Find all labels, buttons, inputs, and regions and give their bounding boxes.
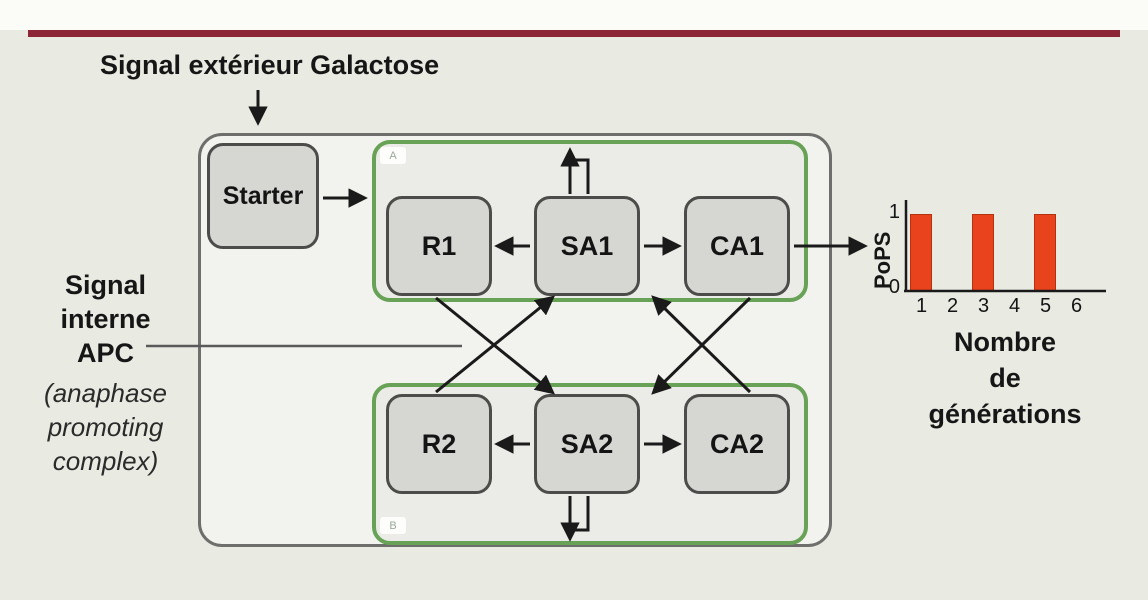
bar (910, 214, 932, 291)
bar (1034, 214, 1056, 291)
node-sa2: SA2 (534, 394, 640, 494)
x-tick-label: 3 (977, 295, 990, 317)
node-ca1: CA1 (684, 196, 790, 296)
y-tick-label: 0 (888, 276, 900, 298)
x-tick-label: 2 (946, 295, 959, 317)
chart-x-axis-label: Nombre de générations (918, 324, 1092, 432)
node-ca2: CA2 (684, 394, 790, 494)
internal-signal-line: APC (76, 338, 134, 368)
chart-bars (906, 214, 1102, 291)
chart-x-axis-label-line: générations (928, 399, 1082, 429)
bar (972, 214, 994, 291)
node-r2: R2 (386, 394, 492, 494)
x-tick-label: 6 (1070, 295, 1083, 317)
node-sa1: SA1 (534, 196, 640, 296)
internal-signal-italic-line: (anaphase (44, 378, 167, 408)
x-tick-label: 5 (1039, 295, 1052, 317)
chart-x-axis-label-line: Nombre (953, 327, 1056, 357)
module-a-badge: A (380, 147, 406, 164)
chart-x-axis-label-line: de (989, 363, 1021, 393)
internal-signal-line: interne (60, 304, 151, 334)
x-tick-label: 1 (915, 295, 928, 317)
internal-signal-block: Signal interne APC (anaphase promoting c… (18, 268, 193, 478)
internal-signal-italic-line: complex) (52, 446, 159, 476)
node-r1: R1 (386, 196, 492, 296)
module-b-badge: B (380, 517, 406, 534)
starter-node: Starter (207, 143, 319, 249)
external-signal-label: Signal extérieur Galactose (100, 50, 440, 80)
internal-signal-italic-line: promoting (47, 412, 164, 442)
y-tick-label: 1 (888, 201, 900, 223)
x-tick-label: 4 (1008, 295, 1021, 317)
top-rule (28, 30, 1120, 37)
internal-signal-line: Signal (64, 270, 146, 300)
